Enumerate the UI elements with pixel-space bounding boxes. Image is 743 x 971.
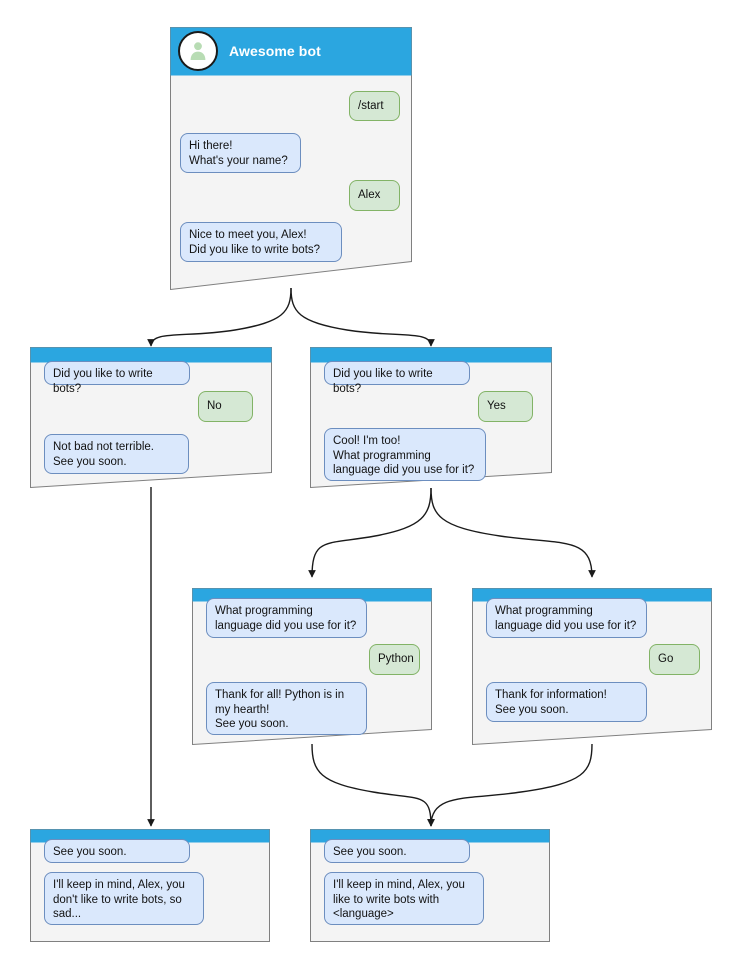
message-bubble-bot: See you soon. — [324, 839, 470, 863]
edge-root-to-yes — [290, 287, 435, 347]
node-go-branch[interactable]: What programming language did you use fo… — [472, 588, 712, 745]
message-bubble-bot: What programming language did you use fo… — [206, 598, 367, 638]
node-end-happy[interactable]: See you soon. I'll keep in mind, Alex, y… — [310, 829, 550, 942]
node-yes-branch[interactable]: Did you like to write bots? Yes Cool! I'… — [310, 347, 552, 488]
message-bubble-user: No — [198, 391, 253, 422]
message-bubble-user: Alex — [349, 180, 400, 211]
edge-python-to-end-happy — [311, 743, 435, 827]
message-bubble-bot: What programming language did you use fo… — [486, 598, 647, 638]
message-bubble-bot: See you soon. — [44, 839, 190, 863]
node-root[interactable]: Awesome bot /start Hi there! What's your… — [170, 27, 412, 290]
message-bubble-bot: I'll keep in mind, Alex, you don't like … — [44, 872, 204, 925]
message-bubble-user: Yes — [478, 391, 533, 422]
edge-go-to-end-happy — [427, 743, 593, 827]
message-bubble-user: Python — [369, 644, 420, 675]
message-bubble-bot: Nice to meet you, Alex! Did you like to … — [180, 222, 342, 262]
bot-header-bar: Awesome bot — [170, 27, 412, 75]
message-bubble-bot: Thank for all! Python is in my hearth! S… — [206, 682, 367, 735]
bot-title: Awesome bot — [229, 43, 321, 59]
message-bubble-bot: I'll keep in mind, Alex, you like to wri… — [324, 872, 484, 925]
message-bubble-bot: Did you like to write bots? — [44, 361, 190, 395]
edge-root-to-no — [147, 287, 292, 347]
edge-yes-to-python — [308, 487, 432, 578]
message-bubble-bot: Hi there! What's your name? — [180, 133, 301, 173]
message-bubble-bot: Thank for information! See you soon. — [486, 682, 647, 722]
edge-yes-to-go — [430, 487, 596, 578]
node-no-branch[interactable]: Did you like to write bots? No Not bad n… — [30, 347, 272, 488]
person-avatar-icon — [178, 31, 218, 71]
message-bubble-bot: Not bad not terrible. See you soon. — [44, 434, 189, 474]
node-python-branch[interactable]: What programming language did you use fo… — [192, 588, 432, 745]
message-bubble-bot: Cool! I'm too! What programming language… — [324, 428, 486, 481]
message-bubble-user: Go — [649, 644, 700, 675]
node-end-sad[interactable]: See you soon. I'll keep in mind, Alex, y… — [30, 829, 270, 942]
message-bubble-user: /start — [349, 91, 400, 121]
message-bubble-bot: Did you like to write bots? — [324, 361, 470, 395]
